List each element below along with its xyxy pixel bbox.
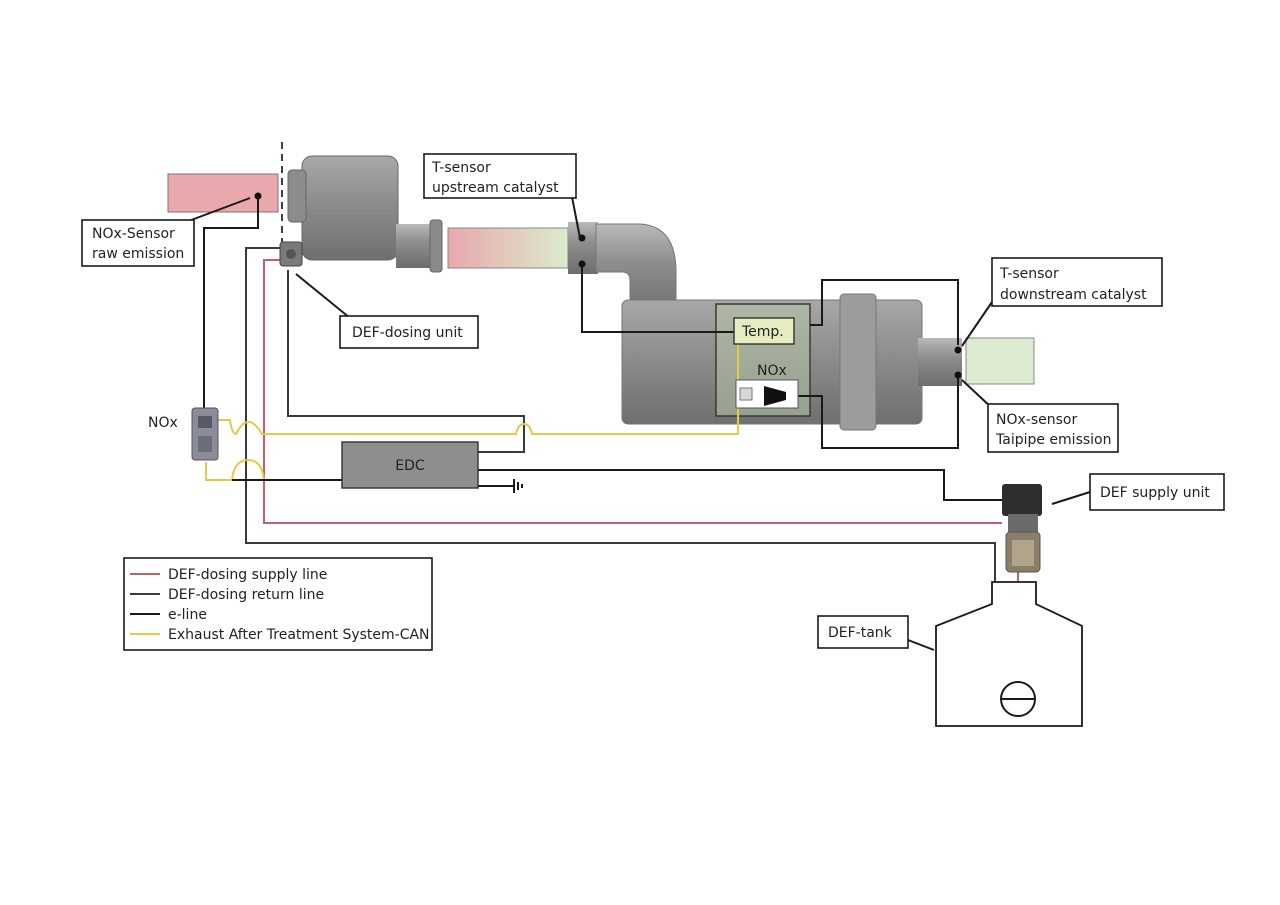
turbo-housing bbox=[281, 142, 399, 261]
arrow-def-supply bbox=[1051, 491, 1091, 505]
label-def-tank: DEF-tank bbox=[817, 615, 909, 649]
label-nox-raw: NOx-Sensor raw emission bbox=[81, 219, 195, 267]
svg-text:DEF-dosing unit: DEF-dosing unit bbox=[352, 325, 463, 341]
svg-text:DEF supply unit: DEF supply unit bbox=[1100, 485, 1210, 501]
svg-text:upstream catalyst: upstream catalyst bbox=[432, 180, 559, 196]
e-line-nox-tail bbox=[785, 377, 959, 449]
svg-text:NOx-Sensor: NOx-Sensor bbox=[92, 226, 175, 242]
edc-box bbox=[341, 441, 479, 489]
raw-emission-box bbox=[167, 173, 279, 213]
svg-text:Taipipe emission: Taipipe emission bbox=[995, 432, 1112, 448]
arrow-def-tank bbox=[907, 639, 935, 651]
label-def-dosing: DEF-dosing unit bbox=[339, 315, 479, 349]
svg-text:raw emission: raw emission bbox=[92, 246, 184, 262]
e-line-dosing-edc bbox=[287, 270, 525, 453]
exhaust-gas-gradient bbox=[447, 227, 569, 269]
arrow-nox-tail bbox=[961, 379, 993, 409]
svg-text:DEF-tank: DEF-tank bbox=[828, 625, 893, 641]
label-temp: Temp. bbox=[733, 317, 795, 345]
edc-label: EDC bbox=[395, 458, 425, 474]
def-tank-pump-icon bbox=[1000, 681, 1036, 717]
svg-text:Temp.: Temp. bbox=[741, 324, 784, 340]
inner-nox-sensor-icon bbox=[735, 379, 799, 409]
arrow-dosing bbox=[295, 273, 351, 319]
sensor-dot-t-up-b bbox=[578, 260, 586, 268]
def-supply-unit-icon bbox=[1002, 484, 1042, 573]
legend-item-label: DEF-dosing return line bbox=[168, 587, 324, 603]
supply-line bbox=[263, 259, 1002, 524]
e-line-t-downstream bbox=[810, 279, 959, 345]
nox-side-label: NOx bbox=[148, 415, 178, 431]
sensor-dot-nox-tail bbox=[954, 371, 962, 379]
arrow-nox-raw bbox=[185, 197, 251, 223]
e-line-t-upstream bbox=[581, 264, 740, 333]
label-t-downstream: T-sensor downstream catalyst bbox=[991, 257, 1163, 307]
legend-item-label: DEF-dosing supply line bbox=[168, 567, 327, 583]
svg-text:NOx-sensor: NOx-sensor bbox=[996, 412, 1077, 428]
tailpipe-emission-box bbox=[965, 337, 1035, 385]
arrow-t-up bbox=[571, 196, 581, 239]
sensor-dot-t-down bbox=[954, 346, 962, 354]
ground-symbol bbox=[513, 479, 523, 493]
label-nox-tail: NOx-sensor Taipipe emission bbox=[987, 403, 1119, 453]
sensor-dot-raw bbox=[254, 192, 262, 200]
arrow-t-down bbox=[961, 301, 993, 347]
svg-text:T-sensor: T-sensor bbox=[999, 266, 1059, 282]
nox-inner-label: NOx bbox=[757, 363, 787, 379]
svg-text:downstream catalyst: downstream catalyst bbox=[1000, 287, 1147, 303]
label-def-supply: DEF supply unit bbox=[1089, 473, 1225, 511]
e-line-edc-supply bbox=[478, 469, 1002, 501]
legend-item-label: e-line bbox=[168, 607, 207, 623]
can-line-lower bbox=[205, 458, 342, 481]
def-dosing-unit-icon bbox=[279, 241, 303, 267]
nox-sensor-icon bbox=[191, 407, 219, 461]
can-line-upper bbox=[214, 342, 739, 436]
e-line-raw-nox bbox=[203, 196, 259, 408]
svg-text:T-sensor: T-sensor bbox=[431, 160, 491, 176]
label-t-upstream: T-sensor upstream catalyst bbox=[423, 153, 577, 199]
def-tank-outline bbox=[935, 581, 1083, 727]
catalyst-body bbox=[621, 293, 1035, 431]
legend-item-label: Exhaust After Treatment System-CAN bbox=[168, 627, 430, 643]
exhaust-pipe-upstream bbox=[396, 219, 677, 319]
